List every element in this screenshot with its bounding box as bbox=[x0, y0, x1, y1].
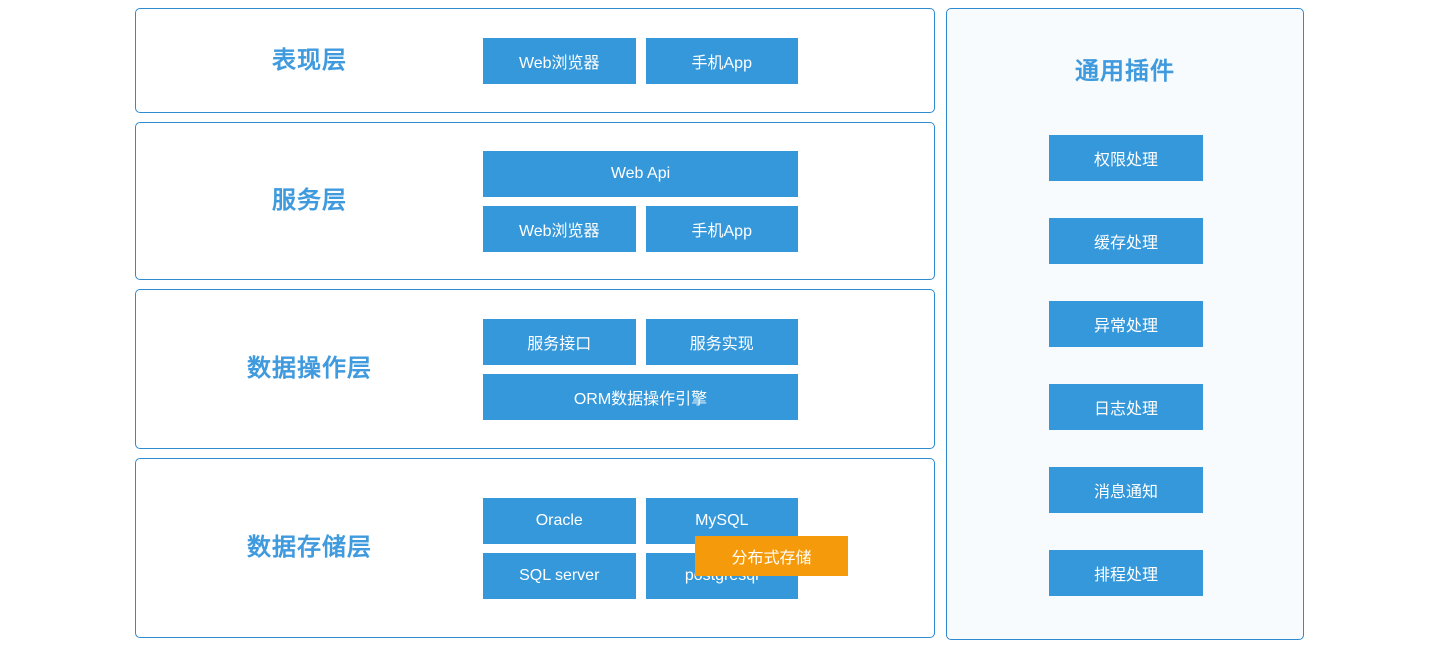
node-web-browser[interactable]: Web浏览器 bbox=[483, 37, 636, 84]
layer-presentation: 表现层 Web浏览器 手机App bbox=[135, 8, 935, 113]
block-row: Web浏览器 手机App bbox=[483, 205, 798, 252]
node-web-api[interactable]: Web Api bbox=[483, 150, 798, 197]
layer-stack: 表现层 Web浏览器 手机App 服务层 Web Api Web浏览器 手机Ap… bbox=[135, 8, 935, 638]
plugins-panel: 通用插件 权限处理 缓存处理 异常处理 日志处理 消息通知 排程处理 bbox=[946, 8, 1304, 640]
plugin-logging[interactable]: 日志处理 bbox=[1049, 384, 1203, 430]
node-web-browser[interactable]: Web浏览器 bbox=[483, 205, 636, 252]
block-row: 服务接口 服务实现 bbox=[483, 318, 798, 365]
layer-service: 服务层 Web Api Web浏览器 手机App bbox=[135, 122, 935, 280]
node-service-interface[interactable]: 服务接口 bbox=[483, 318, 636, 365]
plugins-panel-title: 通用插件 bbox=[1075, 58, 1175, 85]
layer-data-storage: 数据存储层 Oracle MySQL SQL server postgresql… bbox=[135, 458, 935, 638]
plugin-permission[interactable]: 权限处理 bbox=[1049, 135, 1203, 181]
block-row: Web浏览器 手机App bbox=[483, 37, 798, 84]
plugin-message-notification[interactable]: 消息通知 bbox=[1049, 467, 1203, 513]
node-mobile-app[interactable]: 手机App bbox=[645, 37, 798, 84]
plugin-exception[interactable]: 异常处理 bbox=[1049, 301, 1203, 347]
badge-distributed-storage[interactable]: 分布式存储 bbox=[695, 536, 848, 576]
block-row: Oracle MySQL bbox=[483, 497, 798, 544]
layer-title-data-storage: 数据存储层 bbox=[247, 534, 372, 561]
plugin-scheduling[interactable]: 排程处理 bbox=[1049, 550, 1203, 596]
node-mysql[interactable]: MySQL bbox=[645, 497, 798, 544]
node-orm-engine[interactable]: ORM数据操作引擎 bbox=[483, 373, 798, 420]
node-service-implementation[interactable]: 服务实现 bbox=[645, 318, 798, 365]
block-row: Web Api bbox=[483, 150, 798, 197]
node-mobile-app[interactable]: 手机App bbox=[645, 205, 798, 252]
layer-title-presentation: 表现层 bbox=[272, 46, 347, 74]
layer-title-data-operation: 数据操作层 bbox=[247, 355, 372, 382]
plugin-cache[interactable]: 缓存处理 bbox=[1049, 218, 1203, 264]
layer-title-service: 服务层 bbox=[272, 187, 347, 214]
block-row: ORM数据操作引擎 bbox=[483, 373, 798, 420]
layer-blocks-data-operation: 服务接口 服务实现 ORM数据操作引擎 bbox=[483, 318, 798, 420]
node-oracle[interactable]: Oracle bbox=[483, 497, 636, 544]
node-sql-server[interactable]: SQL server bbox=[483, 552, 636, 599]
plugins-list: 权限处理 缓存处理 异常处理 日志处理 消息通知 排程处理 bbox=[1049, 135, 1203, 596]
layer-blocks-service: Web Api Web浏览器 手机App bbox=[483, 150, 798, 252]
layer-blocks-presentation: Web浏览器 手机App bbox=[483, 37, 798, 84]
layer-data-operation: 数据操作层 服务接口 服务实现 ORM数据操作引擎 bbox=[135, 289, 935, 449]
